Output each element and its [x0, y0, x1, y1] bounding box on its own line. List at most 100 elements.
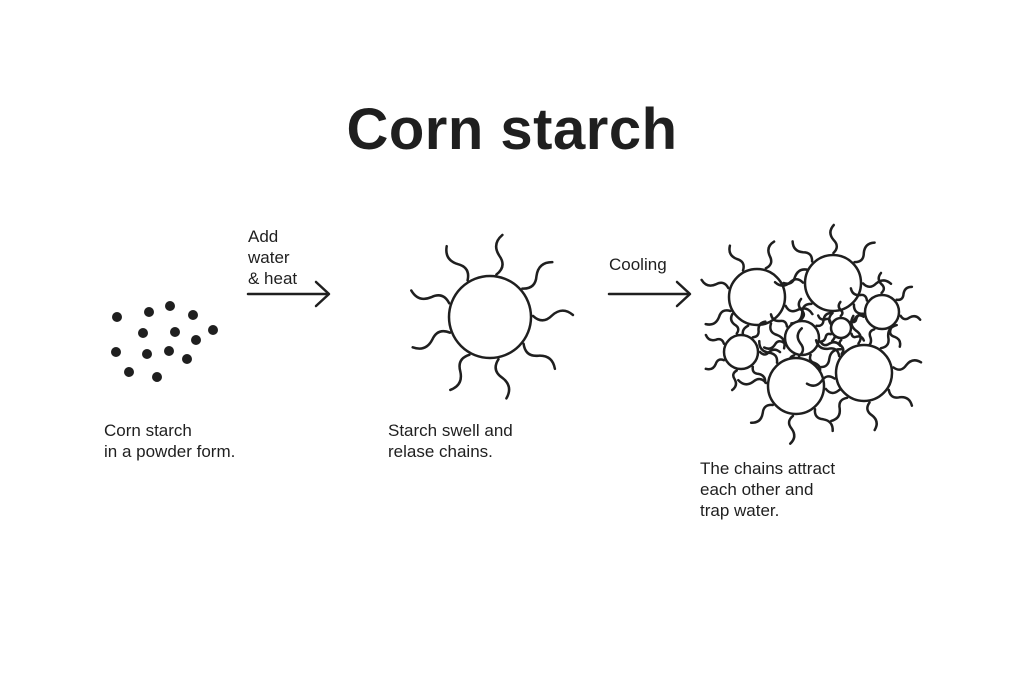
swollen-granule: [410, 233, 575, 400]
starch-chain: [704, 333, 726, 345]
arrow-label-line: Add: [248, 227, 279, 246]
caption-line: trap water.: [700, 501, 780, 520]
starch-chain: [445, 244, 470, 282]
starch-chain: [751, 365, 767, 384]
starch-chain: [494, 233, 504, 276]
starch-chain: [837, 300, 844, 318]
caption-line: each other and: [700, 480, 814, 499]
starch-chain: [861, 279, 893, 289]
starch-chain: [411, 329, 452, 350]
granule: [208, 325, 218, 335]
caption-line: relase chains.: [388, 442, 493, 461]
starch-chain: [849, 313, 865, 324]
starch-chain: [830, 396, 849, 423]
starch-chain: [449, 353, 471, 392]
gel-granule-circle: [829, 316, 853, 340]
starch-chain: [805, 375, 836, 387]
starch-chain: [762, 339, 785, 350]
granule: [191, 335, 201, 345]
granule: [165, 301, 175, 311]
starch-chain: [700, 278, 730, 290]
granule: [188, 310, 198, 320]
starch-chain: [787, 414, 796, 445]
starch-chain: [737, 377, 768, 386]
starch-chain: [758, 339, 779, 365]
starch-chain: [769, 322, 786, 350]
starch-chain: [522, 342, 557, 371]
starch-chain: [769, 313, 789, 328]
diagram-title: Corn starch: [346, 97, 678, 162]
starch-chain: [784, 304, 814, 316]
starch-chain: [796, 327, 805, 358]
arrow-label-line: & heat: [248, 269, 298, 288]
granule: [164, 346, 174, 356]
arrow-label-line: water: [248, 248, 290, 267]
starch-chain: [850, 332, 866, 342]
gel-granule-circle: [722, 333, 760, 371]
caption-powder: Corn starch in a powder form.: [104, 420, 235, 462]
starch-chain: [730, 369, 738, 392]
granule: [170, 327, 180, 337]
starch-chain: [838, 338, 845, 356]
starch-chain: [531, 309, 575, 322]
starch-chain: [797, 297, 806, 321]
starch-chain: [410, 289, 451, 305]
caption-gel: The chains attract each other and trap wat…: [700, 458, 835, 521]
starch-chain: [866, 401, 878, 432]
starch-chain: [887, 388, 914, 407]
arrow-label-heat: Add water & heat: [248, 226, 297, 289]
starch-chain: [773, 277, 805, 287]
gel-granule-circle: [863, 293, 901, 331]
granule: [111, 347, 121, 357]
arrow-label-line: Cooling: [609, 255, 667, 274]
starch-chain: [494, 357, 511, 400]
starch-chain: [853, 241, 876, 264]
gel-granule-circle: [766, 356, 826, 416]
gel-granule-circle: [783, 319, 821, 357]
starch-chain: [817, 332, 833, 343]
starch-chain: [704, 309, 732, 326]
swollen-granule-circle: [447, 274, 533, 360]
starch-chain: [849, 287, 869, 302]
caption-line: The chains attract: [700, 459, 836, 478]
caption-swell: Starch swell and relase chains.: [388, 420, 513, 462]
granule: [138, 328, 148, 338]
gel-network: [700, 223, 923, 445]
starch-chain: [850, 314, 862, 345]
starch-chain: [819, 340, 842, 348]
caption-line: Corn starch: [104, 421, 192, 440]
starch-chain: [813, 407, 834, 433]
granule: [144, 307, 154, 317]
powder-granules: [111, 301, 218, 382]
gel-granule-circle: [727, 267, 787, 327]
caption-line: in a powder form.: [104, 442, 236, 461]
starch-chain: [521, 260, 554, 290]
starch-chain: [888, 327, 902, 348]
starch-chain: [808, 353, 822, 375]
arrow-label-cooling: Cooling: [609, 254, 667, 275]
arrow-heat: [246, 280, 331, 308]
granule: [124, 367, 134, 377]
starch-chain: [704, 358, 726, 371]
starch-chain: [728, 244, 745, 272]
starch-chain: [749, 403, 775, 424]
gel-granule-circle: [834, 343, 894, 403]
starch-chain: [879, 323, 898, 350]
starch-chain: [829, 223, 839, 255]
starch-chain: [877, 271, 886, 295]
starch-chain: [899, 314, 922, 321]
granule: [142, 349, 152, 359]
starch-chain: [816, 314, 832, 324]
starch-chain: [791, 240, 814, 263]
starch-chain: [751, 320, 767, 339]
starch-chain: [814, 339, 841, 358]
starch-chain: [895, 285, 914, 302]
gel-granule-circle: [803, 253, 863, 313]
arrow-cooling: [607, 280, 692, 308]
caption-line: Starch swell and: [388, 421, 513, 440]
starch-chain: [764, 240, 776, 270]
granule: [112, 312, 122, 322]
granule: [182, 354, 192, 364]
starch-chain: [892, 359, 923, 371]
